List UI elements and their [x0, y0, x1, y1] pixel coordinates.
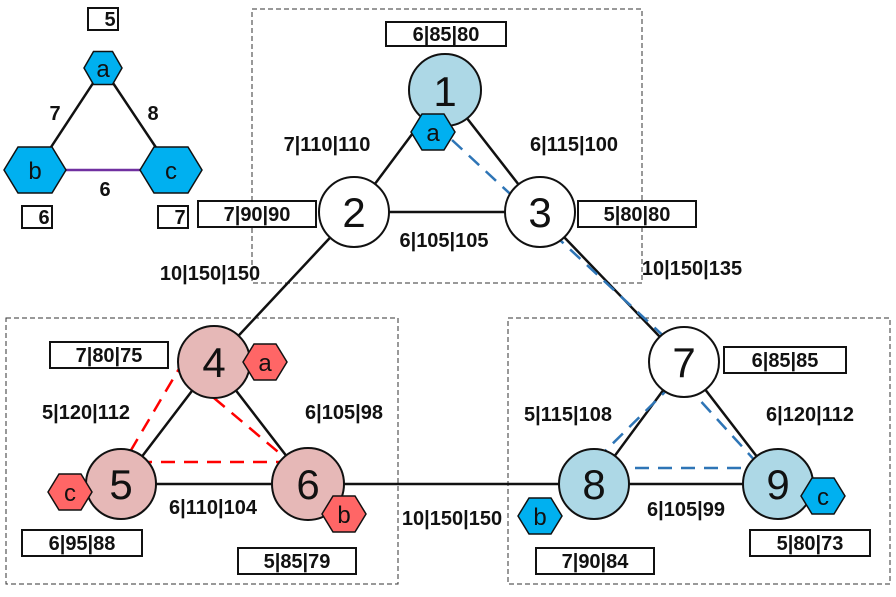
- node-6-label: 6: [296, 461, 319, 508]
- cluster-top: [251, 8, 643, 284]
- legend-edge-ab-label: 7: [49, 103, 60, 125]
- node-3[interactable]: [504, 176, 576, 248]
- node-info-boxes: 6|85|80 7|90|90 5|80|80 7|80|75 6|95|88 …: [21, 21, 871, 575]
- node-4-label: 4: [202, 339, 225, 386]
- link-6-8-label: 10|150|150: [402, 508, 502, 530]
- link-7-8-label: 5|115|108: [524, 404, 612, 426]
- link-8-9-label: 6|105|99: [647, 499, 725, 521]
- node-2[interactable]: [318, 176, 390, 248]
- node-3-info: 5|80|80: [604, 204, 671, 226]
- legend-hexagon-b: [3, 146, 67, 194]
- node-9-vnf-hexagon: [800, 477, 846, 515]
- link-1-2-label: 7|110|110: [284, 134, 371, 156]
- legend-hexagon-a: [83, 50, 123, 86]
- node-6-vnf-hexagon: [321, 495, 367, 533]
- node-9-info: 5|80|73: [777, 533, 844, 555]
- link-3-7-label: 10|150|135: [642, 258, 742, 280]
- node-1-vnf-label: a: [426, 120, 440, 147]
- node-2-info-box: [197, 200, 317, 228]
- node-8-vnf-label: b: [533, 504, 546, 531]
- node-8[interactable]: [558, 448, 630, 520]
- node-4-info-box: [49, 341, 169, 369]
- nodes: 1 2 3 4 5 6 7 8 9: [85, 53, 814, 521]
- node-4-vnf-label: a: [258, 350, 272, 377]
- node-2-label: 2: [342, 189, 365, 236]
- node-7-info: 6|85|85: [752, 350, 819, 372]
- legend-hexagon-c: [139, 146, 203, 194]
- virtual-links: [122, 139, 759, 470]
- node-6-info: 5|85|79: [264, 551, 331, 573]
- node-8-vnf-hexagon: [517, 497, 563, 535]
- node-5-label: 5: [109, 461, 132, 508]
- link-1-3-label: 6|115|100: [530, 134, 618, 156]
- node-5-info-box: [21, 529, 143, 557]
- virtual-link-blue-7-8: [595, 384, 673, 461]
- cluster-left: [5, 317, 399, 585]
- legend-weight-b: 6: [38, 207, 49, 229]
- node-5-vnf-hexagon: [47, 473, 93, 511]
- node-7-label: 7: [672, 339, 695, 386]
- node-5-info: 6|95|88: [49, 533, 116, 555]
- node-6-vnf-label: b: [337, 502, 350, 529]
- node-7[interactable]: [648, 326, 720, 398]
- legend-weight-a: 5: [104, 9, 115, 31]
- node-2-info: 7|90|90: [224, 204, 291, 226]
- legend-edge-bc-label: 6: [99, 179, 110, 201]
- node-8-info-box: [535, 547, 655, 575]
- node-6[interactable]: [271, 447, 345, 521]
- link-2-4-label: 10|150|150: [160, 263, 260, 285]
- legend-hex-b-label: b: [28, 158, 41, 185]
- virtual-link-blue-7-9: [685, 384, 759, 465]
- links: [120, 89, 779, 486]
- node-6-info-box: [237, 547, 357, 575]
- legend-weight-c-box: [157, 205, 189, 229]
- node-8-label: 8: [582, 461, 605, 508]
- link-4-5-label: 5|120|112: [42, 402, 130, 424]
- node-3-info-box: [577, 200, 697, 228]
- node-7-info-box: [723, 346, 847, 374]
- vnf-hexagons: a a c b b c: [47, 113, 846, 535]
- node-4-vnf-hexagon: [242, 343, 288, 381]
- node-9-vnf-label: c: [817, 484, 829, 511]
- node-4-info: 7|80|75: [76, 345, 143, 367]
- node-5-vnf-label: c: [64, 480, 76, 507]
- node-1-info: 6|85|80: [413, 24, 480, 46]
- link-7-9-label: 6|120|112: [766, 404, 854, 426]
- legend-hex-a-label: a: [96, 56, 110, 83]
- node-1-info-box: [385, 21, 507, 47]
- node-1-label: 1: [433, 68, 456, 115]
- legend-hex-c-label: c: [165, 158, 177, 185]
- link-4-6-label: 6|105|98: [305, 402, 383, 424]
- cluster-right: [507, 317, 891, 585]
- legend-weight-b-box: [21, 205, 53, 229]
- link-2-3-label: 6|105|105: [399, 230, 488, 252]
- node-1-vnf-hexagon: [410, 113, 456, 151]
- node-9-info-box: [749, 529, 871, 557]
- legend: a b c 5 6 7 7 8 6: [3, 7, 203, 229]
- legend-weight-a-box: [87, 7, 119, 31]
- node-9-label: 9: [766, 461, 789, 508]
- node-8-info: 7|90|84: [562, 551, 630, 573]
- legend-weight-c: 7: [174, 207, 185, 229]
- link-labels: 7|110|110 6|115|100 6|105|105 10|150|150…: [42, 134, 854, 530]
- legend-edge-ac-label: 8: [147, 103, 158, 125]
- node-3-label: 3: [528, 189, 551, 236]
- link-5-6-label: 6|110|104: [169, 497, 258, 519]
- virtual-link-red-4-6: [213, 397, 291, 463]
